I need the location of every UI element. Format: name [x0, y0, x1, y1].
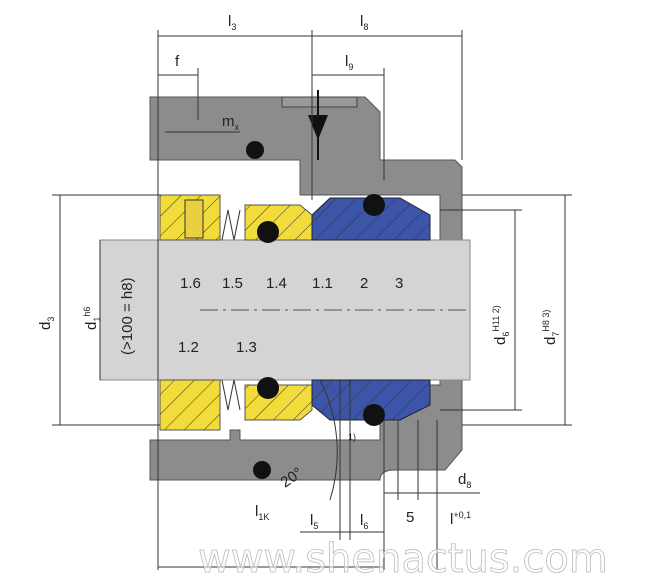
label-l8: l8 [360, 13, 368, 32]
watermark: www.shenactus.com [198, 536, 608, 582]
o-ring [257, 221, 279, 243]
o-ring [257, 377, 279, 399]
part-2: 2 [360, 275, 368, 292]
o-ring [253, 461, 271, 479]
part-1-1: 1.1 [312, 275, 333, 292]
label-d8: d8 [458, 471, 471, 490]
spring-bottom [221, 379, 241, 411]
label-d1: d1h6 [82, 307, 102, 330]
label-l6: l6 [360, 512, 368, 531]
part-1-2: 1.2 [178, 339, 199, 356]
label-f: f [175, 53, 180, 70]
part-1-4: 1.4 [266, 275, 287, 292]
o-ring [363, 194, 385, 216]
part-1-5: 1.5 [222, 275, 243, 292]
part-1-3: 1.3 [236, 339, 257, 356]
label-5: 5 [406, 509, 414, 526]
label-l5: l5 [310, 512, 318, 531]
label-l1k: l1K [255, 503, 269, 522]
o-ring [246, 141, 264, 159]
dimension-lines [52, 30, 572, 570]
label-angle-note: 1) [348, 432, 356, 442]
set-screw [184, 199, 204, 239]
part-3: 3 [395, 275, 403, 292]
label-d3: d3 [37, 317, 56, 330]
label-l3: l3 [228, 13, 236, 32]
spring-top [221, 209, 241, 241]
label-d1-note: (>100 = h8) [119, 277, 136, 355]
label-d7: d7H8 3) [541, 310, 561, 345]
label-d6: d6H11 2) [491, 305, 511, 345]
label-mx: mx [222, 113, 240, 132]
part-1-6: 1.6 [180, 275, 201, 292]
label-l9: l9 [345, 53, 353, 72]
label-l-tol: l+0,1 [450, 510, 471, 528]
o-ring [363, 404, 385, 426]
